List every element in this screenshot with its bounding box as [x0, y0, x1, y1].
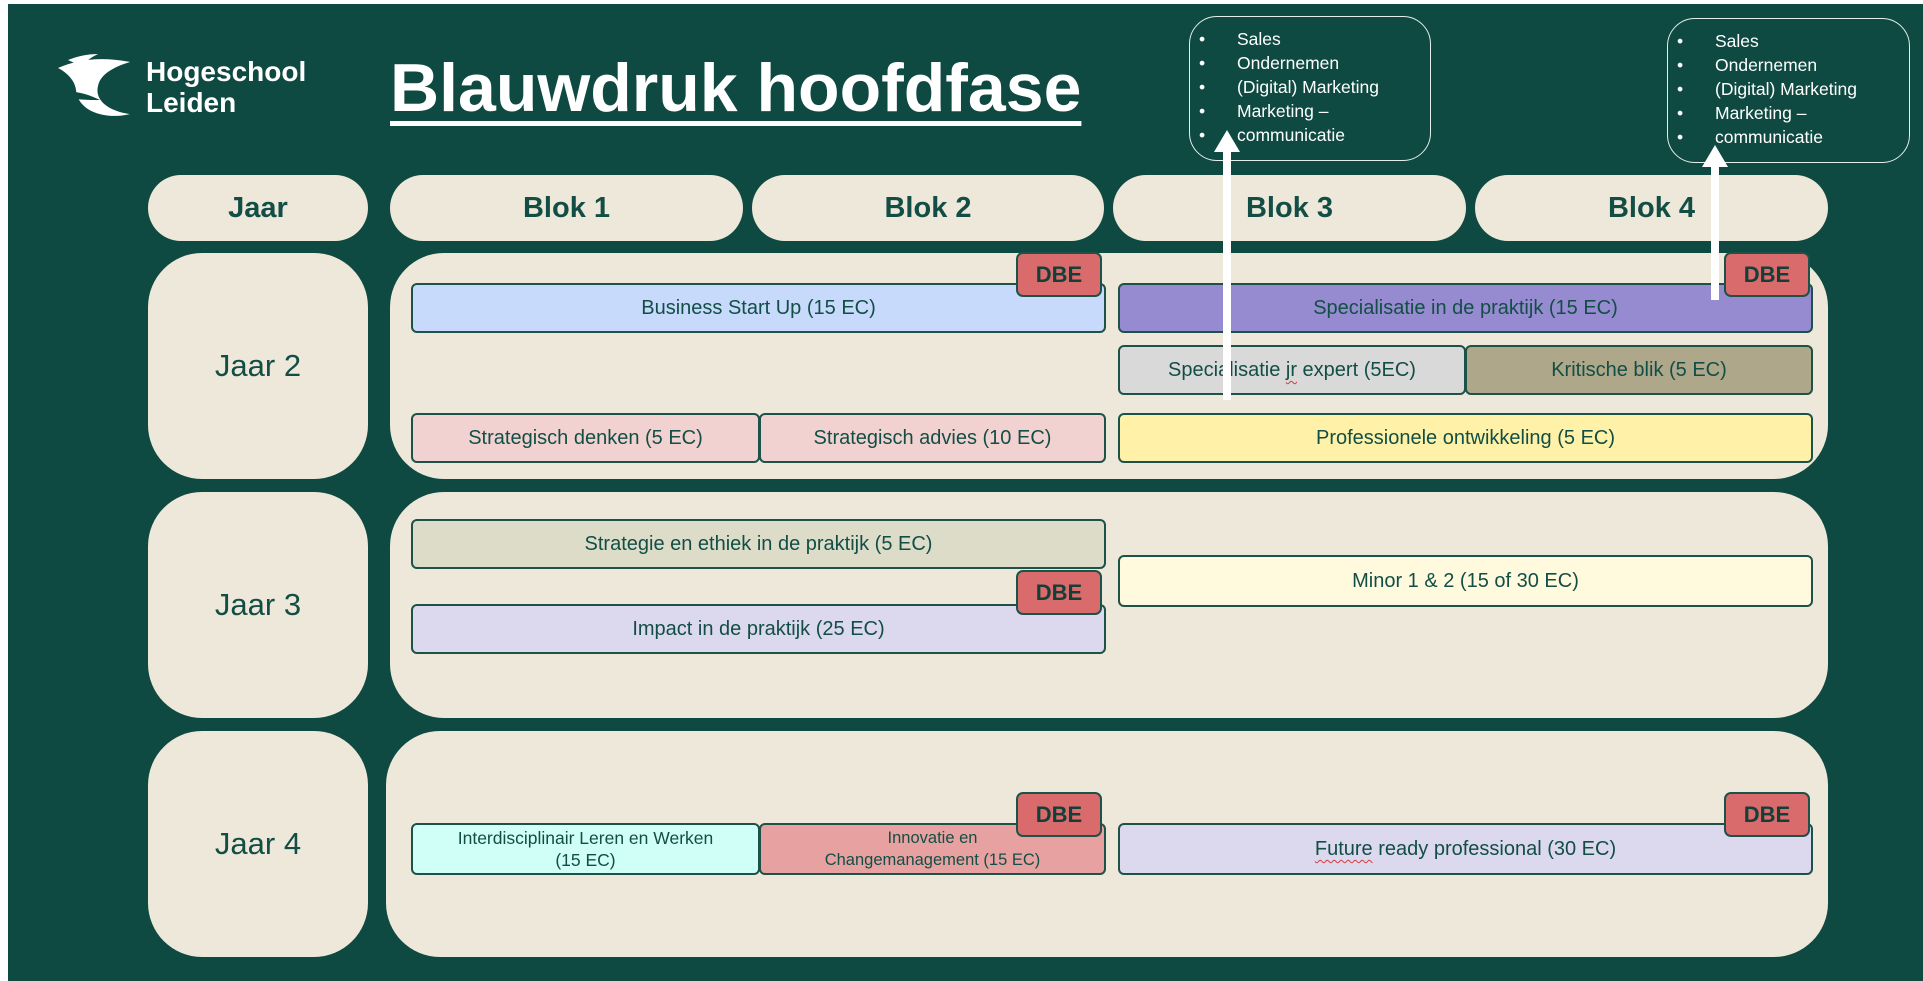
course-strategisch-advies: Strategisch advies (10 EC)	[759, 413, 1106, 463]
course-specialisatie-in-de-praktijk: Specialisatie in de praktijk (15 EC)	[1118, 283, 1813, 333]
course-label: Impact in de praktijk (25 EC)	[632, 618, 885, 640]
callout-item: (Digital) Marketing	[1677, 77, 1901, 101]
course-label: Professionele ontwikkeling (5 EC)	[1315, 427, 1616, 449]
course-label: Minor 1 & 2 (15 of 30 EC)	[1352, 570, 1579, 592]
course-kritische-blik: Kritische blik (5 EC)	[1465, 345, 1813, 395]
dbe-badge: DBE	[1724, 792, 1810, 837]
course-label: Business Start Up (15 EC)	[641, 297, 876, 319]
callout-item: (Digital) Marketing	[1199, 75, 1422, 99]
course-label: Specialisatie jr expert (5EC)	[1168, 359, 1416, 381]
header-blok-4: Blok 4	[1475, 175, 1828, 241]
up-arrow-icon	[1214, 130, 1240, 400]
brand-name: Hogeschool Leiden	[146, 56, 306, 118]
specialisation-callout-blok-3: Sales Ondernemen (Digital) Marketing Mar…	[1189, 16, 1431, 161]
header-jaar: Jaar	[148, 175, 368, 241]
year-label-2: Jaar 2	[148, 253, 368, 479]
page-title: Blauwdruk hoofdfase	[390, 50, 1082, 126]
course-label: Kritische blik (5 EC)	[1551, 359, 1727, 381]
callout-item: Sales	[1199, 27, 1422, 51]
course-professionele-ontwikkeling: Professionele ontwikkeling (5 EC)	[1118, 413, 1813, 463]
year-label-4: Jaar 4	[148, 731, 368, 957]
brand-line-1: Hogeschool	[146, 56, 307, 87]
callout-item: Ondernemen	[1677, 53, 1901, 77]
header-blok-1: Blok 1	[390, 175, 743, 241]
callout-item: Ondernemen	[1199, 51, 1422, 75]
dbe-badge: DBE	[1016, 792, 1102, 837]
course-strategie-en-ethiek: Strategie en ethiek in de praktijk (5 EC…	[411, 519, 1106, 569]
callout-item: Marketing –	[1199, 99, 1422, 123]
up-arrow-icon	[1702, 145, 1728, 300]
header-blok-2: Blok 2	[752, 175, 1104, 241]
course-interdisciplinair-leren-en-werken: Interdisciplinair Leren en Werken(15 EC)	[411, 823, 760, 875]
course-minor: Minor 1 & 2 (15 of 30 EC)	[1118, 555, 1813, 607]
brand-line-2: Leiden	[146, 87, 237, 118]
course-specialisatie-jr-expert: Specialisatie jr expert (5EC)	[1118, 345, 1466, 395]
header-blok-3: Blok 3	[1113, 175, 1466, 241]
callout-item: Marketing –	[1677, 101, 1901, 125]
dbe-badge: DBE	[1724, 252, 1810, 297]
dbe-badge: DBE	[1016, 252, 1102, 297]
course-label: Strategisch denken (5 EC)	[468, 427, 703, 449]
year-label-3: Jaar 3	[148, 492, 368, 718]
hogeschool-leiden-logo-icon	[58, 54, 130, 116]
course-future-ready-professional: Future ready professional (30 EC)	[1118, 823, 1813, 875]
specialisation-callout-blok-4: Sales Ondernemen (Digital) Marketing Mar…	[1667, 18, 1910, 163]
course-label: Strategie en ethiek in de praktijk (5 EC…	[584, 533, 933, 555]
callout-item: Sales	[1677, 29, 1901, 53]
course-strategisch-denken: Strategisch denken (5 EC)	[411, 413, 760, 463]
callout-item: communicatie	[1677, 125, 1901, 149]
course-label: Interdisciplinair Leren en Werken(15 EC)	[457, 828, 714, 870]
course-business-start-up: Business Start Up (15 EC)	[411, 283, 1106, 333]
course-label: Future ready professional (30 EC)	[1314, 838, 1617, 860]
dbe-badge: DBE	[1016, 570, 1102, 615]
course-label: Specialisatie in de praktijk (15 EC)	[1313, 297, 1618, 319]
callout-item: communicatie	[1199, 123, 1422, 147]
course-label: Strategisch advies (10 EC)	[813, 427, 1052, 449]
course-impact-in-de-praktijk: Impact in de praktijk (25 EC)	[411, 604, 1106, 654]
